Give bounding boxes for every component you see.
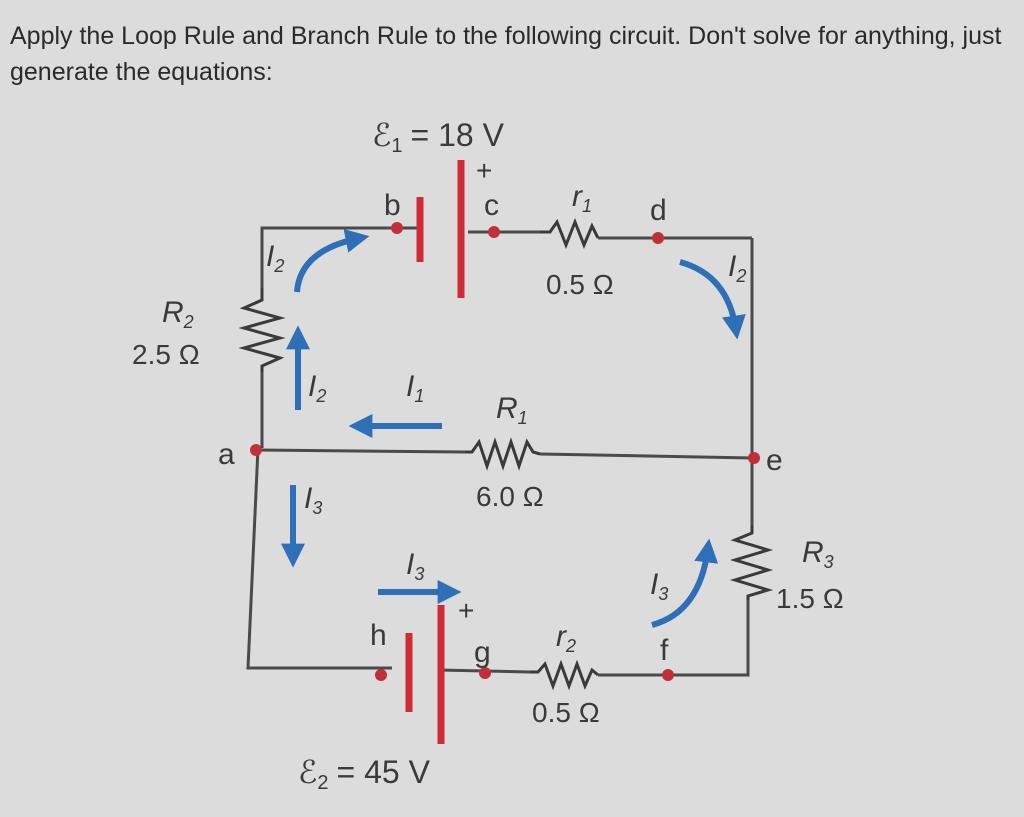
node-e-dot	[748, 452, 760, 464]
current-label-i3-right: I3	[650, 568, 668, 604]
R1-name: R1	[496, 392, 528, 428]
node-b-label: b	[384, 189, 401, 222]
wire-top	[260, 226, 418, 288]
node-d-label: d	[650, 194, 667, 227]
arrow-i2-topleft	[294, 229, 370, 293]
current-label-i1: I1	[406, 370, 424, 406]
resistor-R1	[465, 437, 541, 471]
r2-value: 0.5 Ω	[532, 697, 600, 728]
current-label-i3-left: I3	[304, 482, 322, 518]
battery-emf2	[405, 605, 445, 744]
node-a-dot	[250, 444, 262, 456]
node-f-label: f	[660, 634, 669, 667]
resistor-r2	[530, 659, 599, 691]
r1-value: 0.5 Ω	[546, 269, 614, 300]
wire-a-R1	[257, 448, 466, 454]
arrow-i3-f-up	[651, 538, 719, 628]
node-a-label: a	[218, 438, 235, 471]
current-label-i3-bottom: I3	[406, 548, 424, 584]
emf2-plus: +	[458, 595, 474, 626]
arrow-i2-topright	[679, 259, 746, 340]
node-h-dot	[375, 669, 387, 681]
wires	[246, 226, 754, 677]
node-c-label: c	[484, 189, 499, 222]
wire-R1-e	[539, 452, 753, 460]
emf1-plus: +	[476, 155, 492, 186]
R2-value: 2.5 Ω	[132, 339, 200, 370]
R3-name: R3	[802, 536, 834, 572]
node-e-label: e	[766, 444, 783, 477]
wire-left-lower	[246, 447, 392, 670]
R2-name: R2	[162, 296, 194, 332]
node-d-dot	[652, 232, 664, 244]
resistor-R3	[729, 525, 774, 600]
wire-r2-f-R3	[598, 600, 750, 677]
battery-emf1	[416, 160, 465, 298]
emf2-label: ℰ2= 45 V	[298, 754, 431, 794]
question-text: Apply the Loop Rule and Branch Rule to t…	[10, 22, 1002, 86]
node-g-dot	[479, 667, 491, 679]
R3-value: 1.5 Ω	[776, 583, 844, 614]
node-f-dot	[662, 669, 674, 681]
resistor-R2	[238, 288, 286, 372]
node-h-label: h	[370, 619, 387, 652]
node-c-dot	[488, 226, 500, 238]
r1-name: r1	[572, 180, 592, 216]
emf1-label: ℰ1= 18 V	[372, 117, 505, 157]
r2-name: r2	[556, 620, 576, 656]
current-label-i2-left: I2	[308, 370, 326, 406]
R1-value: 6.0 Ω	[476, 481, 544, 512]
current-label-i2-topleft: I2	[266, 240, 284, 276]
resistor-r1	[540, 217, 600, 250]
current-label-i2-topright: I2	[728, 250, 746, 286]
node-b-dot	[391, 222, 403, 234]
node-g-label: g	[474, 636, 491, 669]
